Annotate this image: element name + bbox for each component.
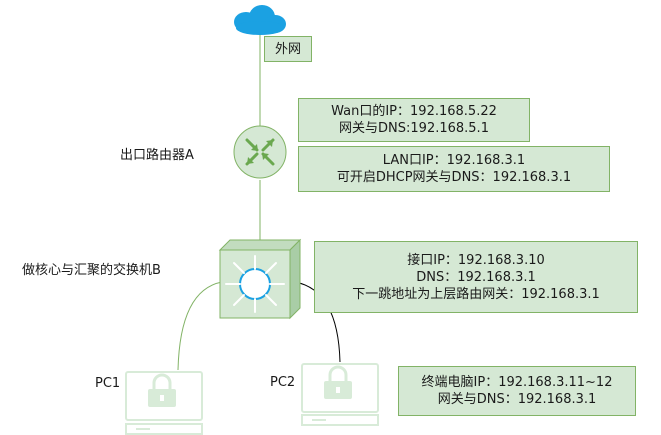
lan-ip-text: LAN口IP：192.168.3.1 <box>382 153 526 168</box>
lan-info-box: LAN口IP：192.168.3.1 可开启DHCP网关与DNS：192.168… <box>298 146 610 192</box>
pc1-label: PC1 <box>95 376 121 391</box>
pc1-icon <box>125 371 203 435</box>
router-icon <box>233 125 287 179</box>
link-switch-pc1 <box>177 281 223 371</box>
switch-nexthop-text: 下一跳地址为上层路由网关：192.168.3.1 <box>352 286 600 302</box>
cloud-icon <box>234 5 286 35</box>
pc2-icon <box>301 363 379 426</box>
cloud-label: 外网 <box>274 41 301 57</box>
switch-ip-text: 接口IP：192.168.3.10 <box>407 252 545 268</box>
switch-name: 做核心与汇聚的交换机B <box>22 263 161 278</box>
switch-dns-text: DNS：192.168.3.1 <box>416 269 536 285</box>
pc2-label: PC2 <box>270 375 296 390</box>
terminal-info-box: 终端电脑IP：192.168.3.11~12 网关与DNS：192.168.3.… <box>398 366 636 416</box>
wan-gateway-text: 网关与DNS:192.168.5.1 <box>339 121 489 136</box>
switch-info-box: 接口IP：192.168.3.10 DNS：192.168.3.1 下一跳地址为… <box>314 241 638 313</box>
lan-dhcp-text: 可开启DHCP网关与DNS：192.168.3.1 <box>336 170 572 185</box>
cloud-label-box: 外网 <box>264 36 312 62</box>
terminal-ip-text: 终端电脑IP：192.168.3.11~12 <box>421 375 613 390</box>
wan-info-box: Wan口的IP：192.168.5.22 网关与DNS:192.168.5.1 <box>298 98 530 142</box>
switch-icon <box>218 238 302 320</box>
wan-ip-text: Wan口的IP：192.168.5.22 <box>331 104 497 119</box>
terminal-gateway-text: 网关与DNS：192.168.3.1 <box>437 392 597 407</box>
router-name: 出口路由器A <box>120 148 194 163</box>
